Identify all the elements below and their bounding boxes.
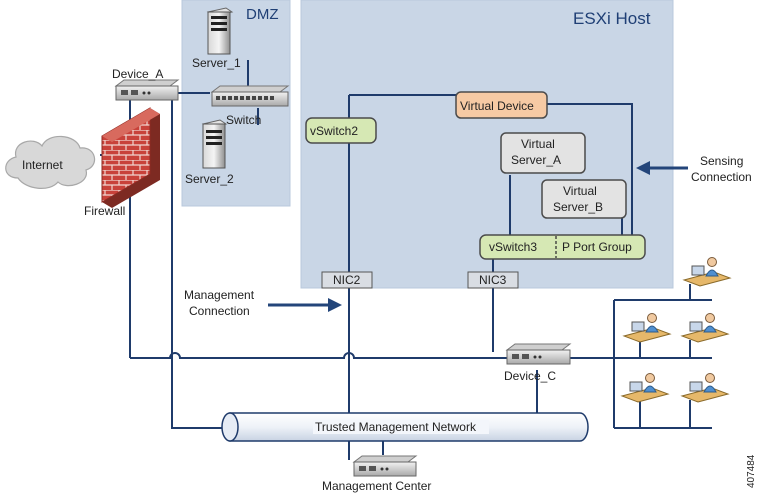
vswitch2-box: vSwitch2	[305, 117, 377, 144]
port-group-label: P Port Group	[562, 240, 632, 254]
sensing-connection-line2: Connection	[691, 170, 752, 184]
virtual-device-label: Virtual Device	[460, 99, 534, 113]
switch-label: Switch	[226, 113, 261, 127]
workstation-icon	[682, 257, 732, 287]
workstation-icon	[622, 313, 672, 343]
management-connection-callout: Management Connection	[184, 288, 342, 318]
management-connection-line1: Management	[184, 288, 255, 302]
server-1-label: Server_1	[192, 56, 241, 70]
workstation-icon	[680, 313, 730, 343]
workstation-icon	[680, 373, 730, 403]
server-2-icon: Server_2	[185, 119, 234, 186]
trusted-management-network-pipe: Trusted Management Network	[221, 412, 589, 442]
virtual-server-b-line2: Server_B	[553, 200, 603, 214]
vswitch3-label: vSwitch3	[489, 240, 537, 254]
server-1-icon: Server_1	[192, 7, 241, 70]
virtual-server-b-line1: Virtual	[563, 184, 597, 198]
server-2-label: Server_2	[185, 172, 234, 186]
virtual-server-a-line1: Virtual	[521, 137, 555, 151]
device-a: Device_A	[112, 67, 180, 101]
figure-id: 407484	[746, 454, 757, 488]
virtual-server-b-box: Virtual Server_B	[541, 179, 627, 219]
device-a-label: Device_A	[112, 67, 163, 81]
device-c-label: Device_C	[504, 369, 556, 383]
internet-label: Internet	[22, 158, 63, 172]
virtual-server-a-box: Virtual Server_A	[500, 132, 586, 174]
vswitch3-port-group-box: vSwitch3 P Port Group	[479, 234, 646, 260]
firewall-icon: Firewall	[84, 107, 160, 218]
internet-cloud-icon: Internet	[5, 135, 96, 189]
management-center-label: Management Center	[322, 479, 431, 493]
dmz-title: DMZ	[246, 6, 279, 23]
sensing-connection-callout: Sensing Connection	[636, 154, 752, 184]
nic2-label: NIC2	[333, 273, 361, 287]
nic3-label: NIC3	[479, 273, 507, 287]
firewall-label: Firewall	[84, 204, 125, 218]
management-center: Management Center	[322, 455, 431, 493]
switch-icon: Switch	[210, 85, 290, 127]
sensing-connection-line1: Sensing	[700, 154, 743, 168]
vswitch2-label: vSwitch2	[310, 124, 358, 138]
nic2-box: NIC2	[321, 271, 373, 289]
esxi-host-title: ESXi Host	[573, 9, 651, 28]
virtual-device-box: Virtual Device	[455, 91, 548, 119]
virtual-server-a-line2: Server_A	[511, 153, 561, 167]
nic3-box: NIC3	[467, 271, 519, 289]
device-c: Device_C	[504, 343, 572, 383]
management-connection-line2: Connection	[189, 304, 250, 318]
trusted-management-network-label: Trusted Management Network	[315, 420, 477, 434]
workstation-icon	[620, 373, 670, 403]
